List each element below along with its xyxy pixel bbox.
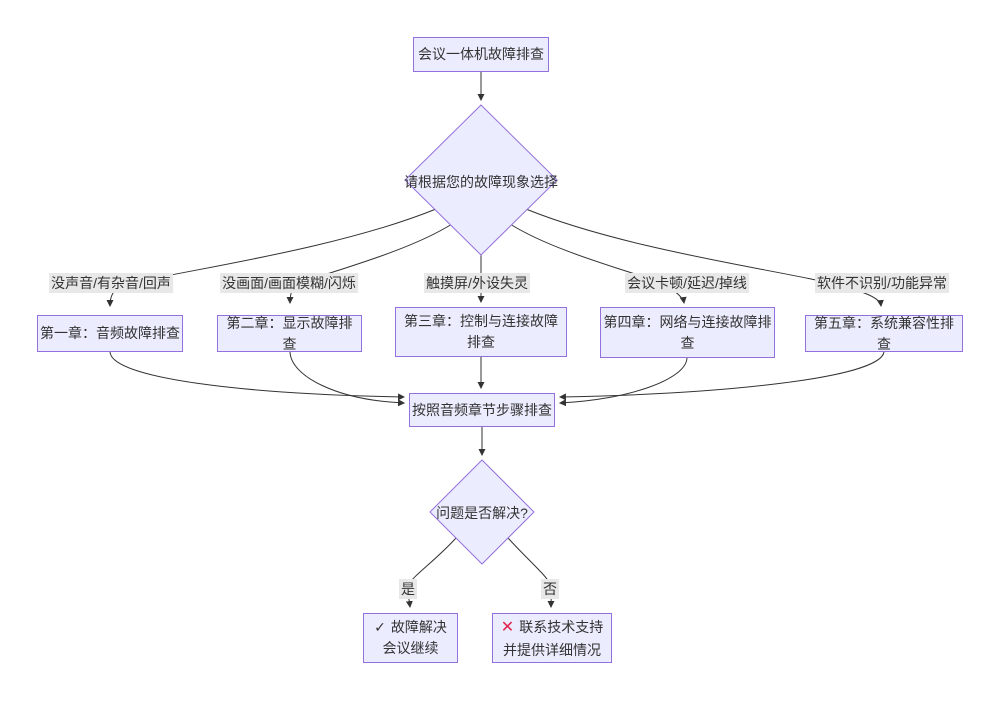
chapter-5-node: 第五章：系统兼容性排查 — [805, 315, 963, 352]
chapter-1-node: 第一章：音频故障排查 — [37, 315, 183, 352]
success-line-2: 会议继续 — [382, 640, 439, 656]
chapter-2-label: 第二章：显示故障排查 — [226, 314, 353, 352]
success-line-1: ✓ 故障解决 — [374, 617, 447, 638]
fail-line-2: 并提供详细情况 — [503, 641, 601, 658]
fail-title: 联系技术支持 — [519, 619, 604, 635]
no-label: 否 — [541, 579, 559, 599]
edge-decision1-chapter5 — [525, 208, 884, 308]
chapter-1-label: 第一章：音频故障排查 — [40, 325, 180, 341]
edge-chapter2-converge — [289, 351, 406, 407]
chapter-5-label: 第五章：系统兼容性排查 — [814, 314, 954, 352]
yes-label: 是 — [399, 579, 417, 599]
branch-label-control: 触摸屏/外设失灵 — [424, 273, 530, 293]
edge-chapter1-converge — [109, 351, 406, 401]
branch-label-display: 没画面/画面模糊/闪烁 — [220, 273, 358, 293]
branch-label-software: 软件不识别/功能异常 — [815, 273, 949, 293]
check-icon: ✓ — [374, 619, 386, 635]
converge-node: 按照音频章节步骤排查 — [409, 393, 555, 427]
chapter-4-node: 第四章：网络与连接故障排查 — [600, 307, 775, 358]
converge-label: 按照音频章节步骤排查 — [412, 401, 552, 418]
success-title: 故障解决 — [390, 619, 447, 635]
success-node: ✓ 故障解决 会议继续 — [363, 613, 458, 663]
chapter-3-label: 第三章：控制与连接故障排查 — [404, 313, 558, 350]
chapter-3-node: 第三章：控制与连接故障排查 — [395, 307, 567, 357]
decision-2-label: 问题是否解决? — [436, 505, 528, 521]
chapter-4-label: 第四章：网络与连接故障排查 — [603, 313, 772, 351]
decision-1-label: 请根据您的故障现象选择 — [404, 174, 558, 190]
decision-1-diamond — [404, 104, 558, 256]
edge-chapter5-converge — [558, 351, 885, 401]
edge-chapter4-converge — [558, 357, 688, 407]
cross-icon: ✕ — [500, 618, 515, 636]
branch-label-network: 会议卡顿/延迟/掉线 — [625, 273, 749, 293]
start-node: 会议一体机故障排查 — [413, 37, 549, 72]
branch-label-audio: 没声音/有杂音/回声 — [49, 273, 173, 293]
fail-line-1: ✕ 联系技术支持 — [501, 616, 603, 640]
decision-2-diamond — [429, 459, 535, 565]
fail-node: ✕ 联系技术支持 并提供详细情况 — [492, 613, 612, 663]
chapter-2-node: 第二章：显示故障排查 — [217, 315, 362, 352]
start-node-label: 会议一体机故障排查 — [418, 46, 544, 62]
